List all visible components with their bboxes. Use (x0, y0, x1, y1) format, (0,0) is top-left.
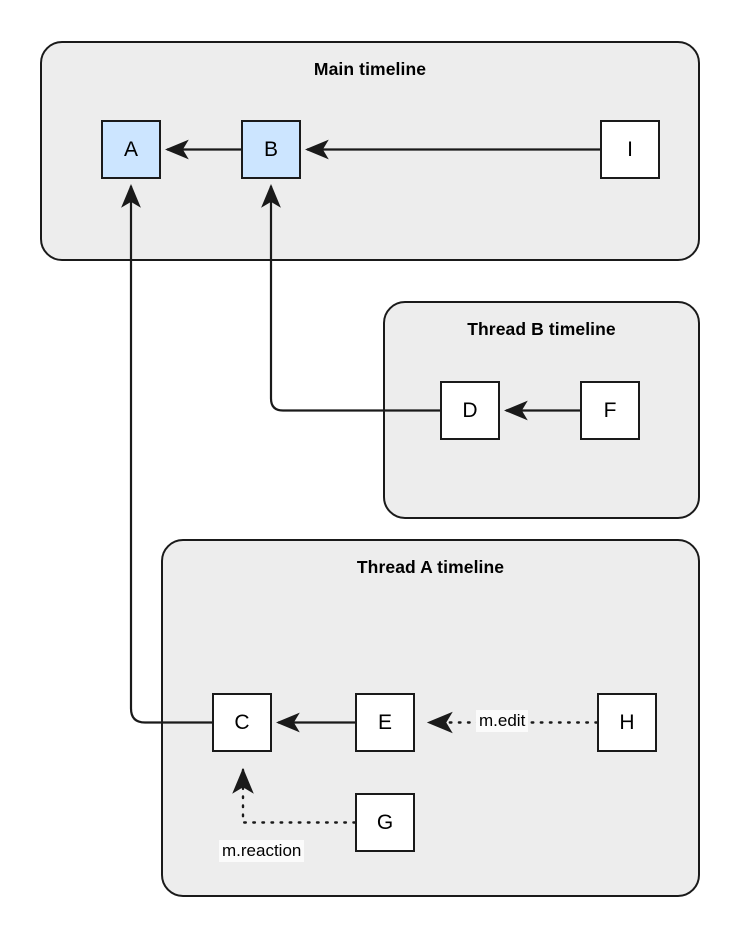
edge-label-m-reaction: m.reaction (219, 840, 305, 862)
node-i-label: I (627, 138, 633, 161)
node-h[interactable]: H (597, 693, 657, 752)
node-b[interactable]: B (241, 120, 301, 179)
group-title-thread-b-timeline: Thread B timeline (467, 319, 616, 339)
node-i[interactable]: I (600, 120, 660, 179)
node-c[interactable]: C (212, 693, 272, 752)
node-h-label: H (619, 711, 635, 734)
group-title-main-timeline: Main timeline (313, 59, 427, 79)
node-f-label: F (603, 399, 617, 422)
node-d-label: D (462, 399, 478, 422)
node-d[interactable]: D (440, 381, 500, 440)
node-e-label: E (377, 711, 392, 734)
group-title-thread-a-timeline: Thread A timeline (356, 557, 505, 577)
node-g-label: G (376, 811, 394, 834)
node-b-label: B (263, 138, 278, 161)
node-a[interactable]: A (101, 120, 161, 179)
node-g[interactable]: G (355, 793, 415, 852)
node-a-label: A (123, 138, 138, 161)
node-e[interactable]: E (355, 693, 415, 752)
node-f[interactable]: F (580, 381, 640, 440)
node-c-label: C (234, 711, 250, 734)
edge-label-m-edit: m.edit (476, 710, 529, 732)
